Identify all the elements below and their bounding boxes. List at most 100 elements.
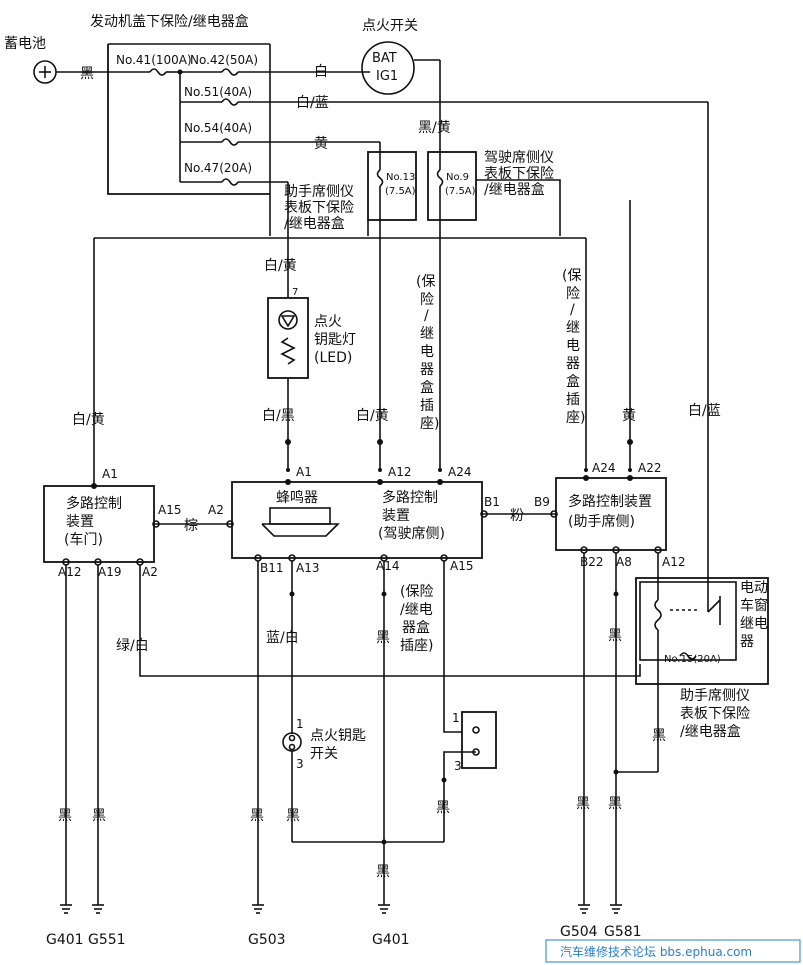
pin-b22: B22 [580,555,604,569]
wire-label-black-g504: 黑 [576,796,590,812]
driver-unit-line1: 多路控制 [382,489,438,506]
wire-label-yellow-top: 黄 [314,135,328,152]
pin-a12-passenger: A12 [662,555,685,569]
fuse54-label: No.54(40A) [184,121,252,135]
driver-box-line1: 驾驶席侧仪 [484,150,554,166]
wire-label-black-socket: 黑 [436,800,450,816]
ground-label-g504: G504 [560,924,598,940]
pin-a12-driver: A12 [388,465,411,479]
small-socket-box [461,711,497,769]
svg-text:电: 电 [420,344,434,360]
socket-small-line4: 插座) [400,638,433,654]
fuse42-label: No.42(50A) [190,53,258,67]
fuse41-label: No.41(100A) [116,53,192,67]
svg-text:座): 座) [566,410,585,426]
window-relay-box [635,577,769,685]
pin-a1-door: A1 [102,467,118,481]
pin-a24-driver: A24 [448,465,471,479]
wire-label-white: 白 [314,64,328,80]
wire-label-black-a14: 黑 [376,630,390,646]
door-unit-line2: 装置 [66,514,94,530]
passenger-unit-line1: 多路控制装置 [568,493,652,510]
wire-green-white [139,565,641,677]
pin-b9: B9 [534,495,550,509]
svg-text:险: 险 [566,286,580,302]
wire-label-white-yellow-door: 白/黄 [72,411,105,428]
buzzer-icon [269,507,331,525]
watermark: 汽车维修技术论坛 bbs.ephua.com [560,944,752,959]
svg-text:盒: 盒 [566,373,580,390]
pin-3-key: 3 [296,757,304,771]
pin-3-socket: 3 [454,759,462,773]
relay-coil [654,599,662,631]
ground-icon-g551 [92,904,104,914]
wire-label-black-yellow: 黑/黄 [418,119,451,136]
svg-text:继: 继 [420,326,434,342]
driver-box-frame [476,179,561,236]
wire-label-black-g581: 黑 [608,796,622,812]
passenger-box-top-line1: 助手席侧仪 [284,184,354,200]
fuse9-label-b: (7.5A) [445,186,476,197]
wire-label-black-key: 黑 [286,808,300,824]
pin-a12-door: A12 [58,565,81,579]
passenger-unit-line2: (助手席侧) [568,514,635,530]
fuse-13-box [367,151,417,221]
pin-a24-passenger: A24 [592,461,615,475]
engine-fusebox-title: 发动机盖下保险/继电器盒 [90,13,249,30]
svg-text:/: / [424,308,429,324]
key-switch-line2: 开关 [310,746,338,762]
driver-box-line2: 表板下保险 [484,166,554,182]
fuse-47 [221,178,239,186]
ground-label-g581: G581 [604,924,642,940]
buzzer-label: 蜂鸣器 [276,489,318,506]
ground-icon-g504 [578,904,590,914]
socket-small-line3: 器盒 [402,619,430,636]
door-unit-line1: 多路控制 [66,495,122,512]
driver-multiplex-unit [231,481,483,559]
wire-label-black-a8: 黑 [608,628,622,644]
pin-a19-door: A19 [98,565,121,579]
fuse-42 [221,68,239,76]
pin-a13: A13 [296,561,319,575]
pin-1-key: 1 [296,717,304,731]
pin-a15-door: A15 [158,503,181,517]
ground-icon-g401a [60,904,72,914]
socket-vertical-label-1: (保 险 / 继 电 器 盒 插 座) [416,274,439,432]
key-switch-line1: 点火钥匙 [310,728,366,744]
svg-text:继: 继 [566,320,580,336]
wire-label-white-blue-top: 白/蓝 [296,95,329,111]
svg-text:险: 险 [420,292,434,308]
fuse-54 [221,138,239,146]
fuse13-label-a: No.13 [386,172,415,183]
socket-small-line2: /继电 [400,602,433,618]
wire-label-white-blue-right: 白/蓝 [688,403,721,419]
svg-text:(保: (保 [416,274,435,290]
fuse13-label-b: (7.5A) [385,186,416,197]
passenger-box-bottom-line1: 助手席侧仪 [680,688,750,704]
ground-icon-g401b [378,904,390,914]
passenger-box-top-line2: 表板下保险 [284,200,354,216]
door-unit-line3: (车门) [64,531,103,548]
pin-a8: A8 [616,555,632,569]
fuse-9-box [427,151,477,221]
relay-line1: 电动 [740,580,768,596]
svg-text:器: 器 [566,356,580,372]
ignition-switch-label: 点火开关 [362,18,418,34]
pin-a2-driver: A2 [208,503,224,517]
relay-line2: 车窗 [740,597,768,614]
wire-label-white-yellow-a12: 白/黄 [356,407,389,424]
wire-label-green-white: 绿/白 [116,638,149,654]
led-icon [278,310,298,330]
wire-label-pink: 粉 [510,508,524,524]
passenger-box-top-line3: /继电器盒 [284,215,345,232]
led-resistor [280,337,296,365]
driver-box-line3: /继电器盒 [484,181,545,198]
pin-b11: B11 [260,561,284,575]
svg-text:(保: (保 [562,268,581,284]
wire-label-blue-white: 蓝/白 [266,630,299,646]
fuse-15 [679,652,697,660]
pin-7: 7 [292,287,298,298]
wire-label-black-a12: 黑 [652,728,666,744]
